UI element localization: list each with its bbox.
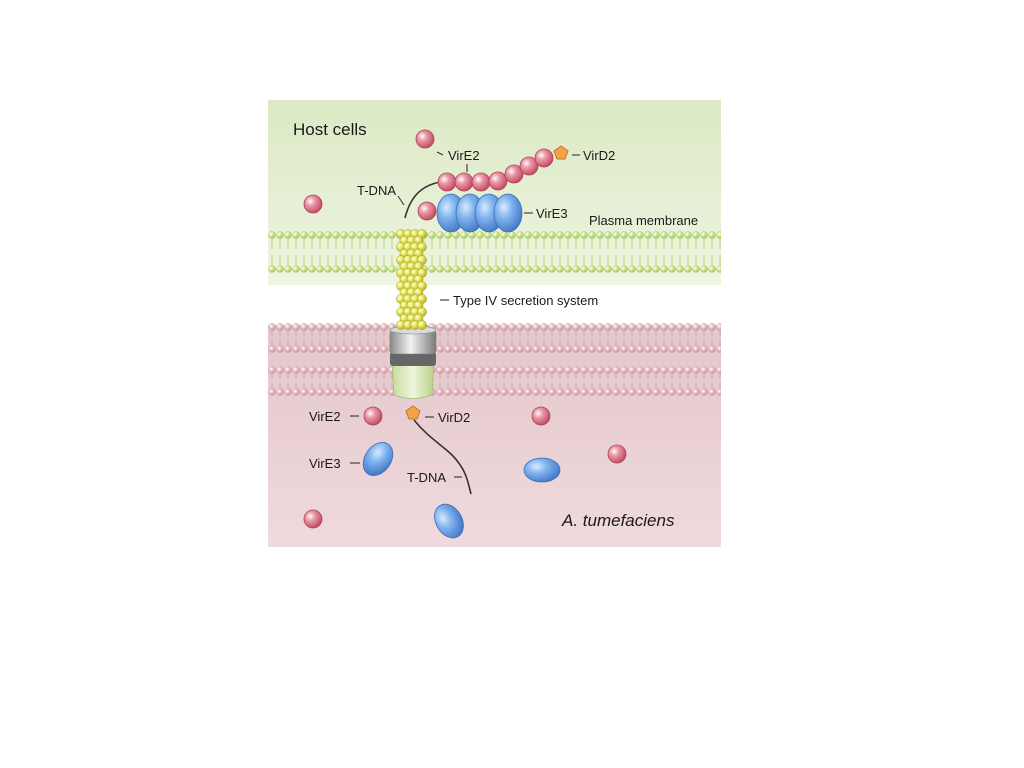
vire3-free-bact-1 [362, 442, 394, 476]
vire2-chain-top [437, 148, 554, 192]
leader-lines [350, 151, 580, 478]
vire2-bottom-label: VirE2 [309, 409, 341, 424]
vire2-chain-bead [471, 172, 491, 192]
vire2-free-bact-1 [363, 406, 383, 426]
tdna-strand-bottom [413, 419, 472, 495]
bacterial-inner-membrane [268, 366, 721, 396]
tdna-strand-top [404, 181, 441, 219]
t4ss-label: Type IV secretion system [453, 293, 598, 308]
bacterial-outer-membrane [268, 323, 721, 353]
t4ss-pilus [396, 229, 427, 330]
vire2-chain-bead [519, 156, 539, 176]
tdna-bottom-label: T-DNA [407, 470, 446, 485]
periplasm-region [268, 285, 721, 325]
vire3-bottom-label: VirE3 [309, 456, 341, 471]
vire2-chain-bead [534, 148, 554, 168]
vire3-top-label: VirE3 [536, 206, 568, 221]
vire2-chain-bead [488, 171, 508, 191]
vird2-top-label: VirD2 [583, 148, 615, 163]
plasma-membrane [268, 231, 721, 273]
pilus-subunit [417, 320, 427, 330]
host-cells-label: Host cells [293, 120, 367, 139]
a-tumefaciens-label: A. tumefaciens [561, 511, 675, 530]
bacterium-region [268, 325, 721, 547]
vire2-free-host-1 [415, 129, 435, 149]
vire2-free-bact-2 [531, 406, 551, 426]
vird2-bottom [405, 405, 421, 420]
vire2-free-bact-4 [303, 509, 323, 529]
vire2-free-host-3 [417, 201, 437, 221]
vire2-top-label: VirE2 [448, 148, 480, 163]
vire3-cluster-top [436, 193, 523, 233]
vire2-chain-bead [454, 172, 474, 192]
vird2-top [553, 145, 569, 160]
vire3-free-bact-2 [523, 457, 561, 483]
tdna-top-label: T-DNA [357, 183, 396, 198]
plasma-membrane-label: Plasma membrane [589, 213, 698, 228]
vire2-free-host-2 [303, 194, 323, 214]
t4ss-base [389, 325, 437, 399]
vird2-bottom-label: VirD2 [438, 410, 470, 425]
vire3-free-bact-3 [434, 503, 464, 539]
vire2-free-bact-3 [607, 444, 627, 464]
vire2-chain-bead [437, 172, 457, 192]
vire2-chain-bead [504, 164, 524, 184]
